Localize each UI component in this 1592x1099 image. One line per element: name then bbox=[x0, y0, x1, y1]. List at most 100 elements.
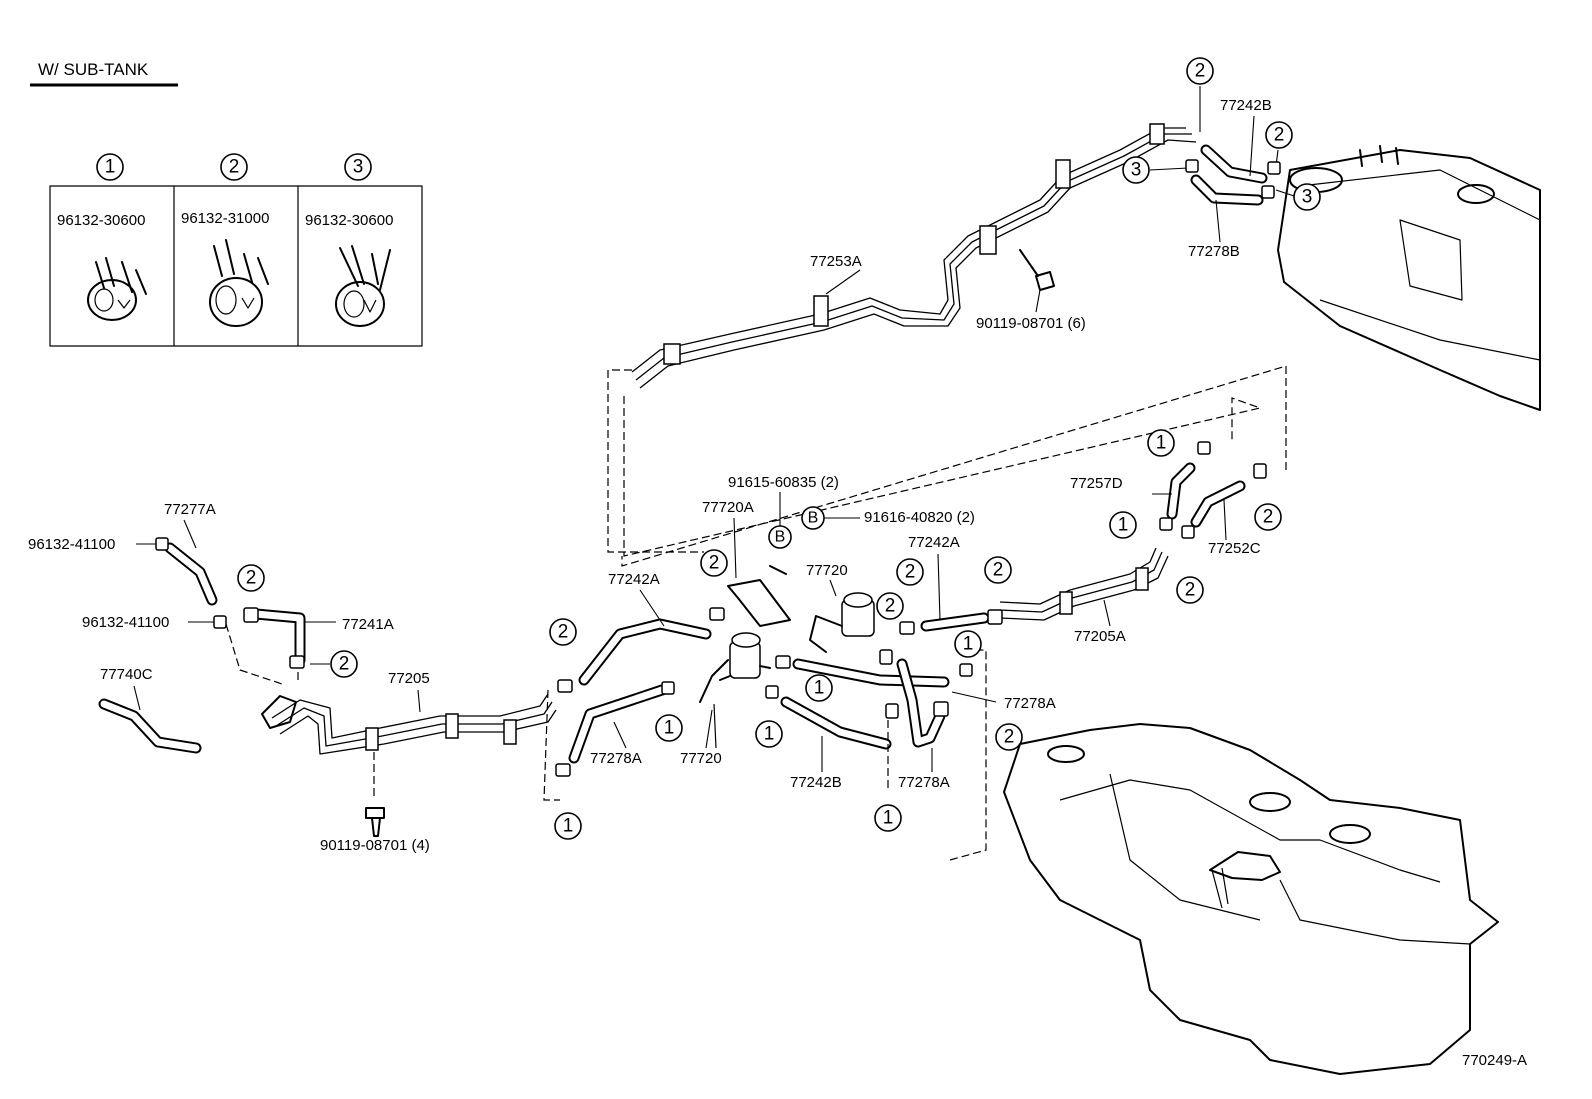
callout-1-e: 1 bbox=[874, 804, 902, 832]
main-fuel-tank bbox=[1003, 723, 1499, 1075]
hose-77252C bbox=[1190, 480, 1246, 528]
svg-text:2: 2 bbox=[1195, 61, 1206, 82]
legend-part-3: 96132-30600 bbox=[305, 212, 393, 229]
label-77242A-mid: 77242A bbox=[908, 534, 960, 551]
callout-2-h: 2 bbox=[995, 723, 1023, 751]
svg-text:2: 2 bbox=[1263, 507, 1274, 528]
callout-2-k: 2 bbox=[1186, 57, 1214, 85]
callout-2-e: 2 bbox=[876, 592, 904, 620]
label-77278B: 77278B bbox=[1188, 243, 1240, 260]
callout-2-a: 2 bbox=[237, 564, 265, 592]
callout-3-a: 3 bbox=[1122, 156, 1150, 184]
svg-text:2: 2 bbox=[905, 562, 916, 583]
label-77205: 77205 bbox=[388, 670, 430, 687]
callout-1-d: 1 bbox=[805, 674, 833, 702]
bolt-90119-08701-4-icon bbox=[365, 807, 385, 837]
callout-1-g: 1 bbox=[1147, 429, 1175, 457]
left-dashed-guide bbox=[225, 623, 299, 685]
label-77740C: 77740C bbox=[100, 666, 153, 683]
hose-77242B-top bbox=[1200, 144, 1268, 184]
svg-text:2: 2 bbox=[558, 622, 569, 643]
svg-text:2: 2 bbox=[1004, 727, 1015, 748]
svg-text:3: 3 bbox=[353, 157, 364, 178]
figure-id: 770249-A bbox=[1462, 1052, 1527, 1069]
hose-clip-2-icon bbox=[209, 239, 269, 327]
svg-text:2: 2 bbox=[709, 553, 720, 574]
callout-2-j: 2 bbox=[1176, 576, 1204, 604]
svg-text:3: 3 bbox=[1302, 187, 1313, 208]
svg-text:3: 3 bbox=[1131, 160, 1142, 181]
bracket-77720A bbox=[727, 565, 791, 627]
svg-text:2: 2 bbox=[993, 560, 1004, 581]
label-77242B-bottom: 77242B bbox=[790, 774, 842, 791]
svg-text:1: 1 bbox=[764, 724, 775, 745]
label-96132-41100-a: 96132-41100 bbox=[28, 536, 115, 553]
label-96132-41100-b: 96132-41100 bbox=[82, 614, 169, 631]
callout-1-b: 1 bbox=[655, 714, 683, 742]
svg-text:1: 1 bbox=[963, 634, 974, 655]
hose-77740C bbox=[98, 698, 202, 754]
label-91615-60835: 91615-60835 (2) bbox=[728, 474, 839, 491]
hose-77278A-bottom bbox=[896, 658, 946, 748]
legend-callout-2: 2 bbox=[220, 153, 248, 181]
svg-text:B: B bbox=[808, 510, 819, 527]
svg-text:2: 2 bbox=[229, 157, 240, 178]
hose-77242A-left bbox=[578, 618, 712, 686]
svg-text:2: 2 bbox=[1274, 125, 1285, 146]
callout-1-c: 1 bbox=[755, 720, 783, 748]
callout-b-a: B bbox=[768, 525, 792, 549]
svg-text:2: 2 bbox=[246, 568, 257, 589]
hose-77242A-mid bbox=[920, 612, 990, 632]
label-91616-40820: 91616-40820 (2) bbox=[864, 509, 975, 526]
svg-text:1: 1 bbox=[1156, 433, 1167, 454]
callout-2-l: 2 bbox=[1265, 121, 1293, 149]
callout-b-b: B bbox=[801, 506, 825, 530]
svg-text:1: 1 bbox=[105, 157, 116, 178]
label-77242B-top: 77242B bbox=[1220, 97, 1272, 114]
callout-2-i: 2 bbox=[1254, 503, 1282, 531]
hose-clip-3-icon bbox=[335, 245, 391, 327]
fuel-pipe-77205 bbox=[261, 693, 557, 755]
svg-text:1: 1 bbox=[1118, 515, 1129, 536]
label-77720-top: 77720 bbox=[806, 562, 848, 579]
callout-2-c: 2 bbox=[549, 618, 577, 646]
label-77720-bottom: 77720 bbox=[680, 750, 722, 767]
svg-text:2: 2 bbox=[1185, 580, 1196, 601]
label-77241A: 77241A bbox=[342, 616, 394, 633]
hose-77278A-left bbox=[568, 684, 668, 764]
callout-1-f: 1 bbox=[954, 630, 982, 658]
fuel-pipe-77205A bbox=[999, 547, 1169, 621]
leader-lines bbox=[133, 86, 1295, 772]
hose-77241A bbox=[250, 608, 306, 666]
svg-text:2: 2 bbox=[339, 654, 350, 675]
label-77278A-left: 77278A bbox=[590, 750, 642, 767]
bolt-90119-08701-6-icon bbox=[1019, 249, 1055, 291]
legend-callout-3: 3 bbox=[344, 153, 372, 181]
hose-77257D bbox=[1166, 462, 1196, 520]
label-90119-08701-6: 90119-08701 (6) bbox=[976, 315, 1086, 332]
assembly-outline bbox=[607, 365, 1287, 567]
hose-77242B-bottom bbox=[780, 696, 892, 750]
svg-text:1: 1 bbox=[883, 808, 894, 829]
label-90119-08701-4: 90119-08701 (4) bbox=[320, 837, 430, 854]
callout-2-d: 2 bbox=[700, 549, 728, 577]
callout-2-b: 2 bbox=[330, 650, 358, 678]
label-77252C: 77252C bbox=[1208, 540, 1261, 557]
legend-callout-1: 1 bbox=[96, 153, 124, 181]
label-77278A-bottom: 77278A bbox=[898, 774, 950, 791]
sub-fuel-tank bbox=[1277, 145, 1541, 411]
svg-text:B: B bbox=[775, 529, 786, 546]
label-77257D: 77257D bbox=[1070, 475, 1123, 492]
part-labels: 77277A 96132-41100 96132-41100 77241A 77… bbox=[28, 97, 1527, 1069]
callout-1-h: 1 bbox=[1109, 511, 1137, 539]
fuel-pipe-77253A bbox=[631, 123, 1197, 389]
legend-part-2: 96132-31000 bbox=[181, 210, 269, 227]
label-77205A: 77205A bbox=[1074, 628, 1126, 645]
callout-3-b: 3 bbox=[1293, 183, 1321, 211]
hose-77278B bbox=[1190, 174, 1264, 206]
vsv-77720-lower bbox=[699, 632, 771, 749]
svg-text:1: 1 bbox=[563, 816, 574, 837]
callout-2-f: 2 bbox=[896, 558, 924, 586]
svg-text:2: 2 bbox=[885, 596, 896, 617]
